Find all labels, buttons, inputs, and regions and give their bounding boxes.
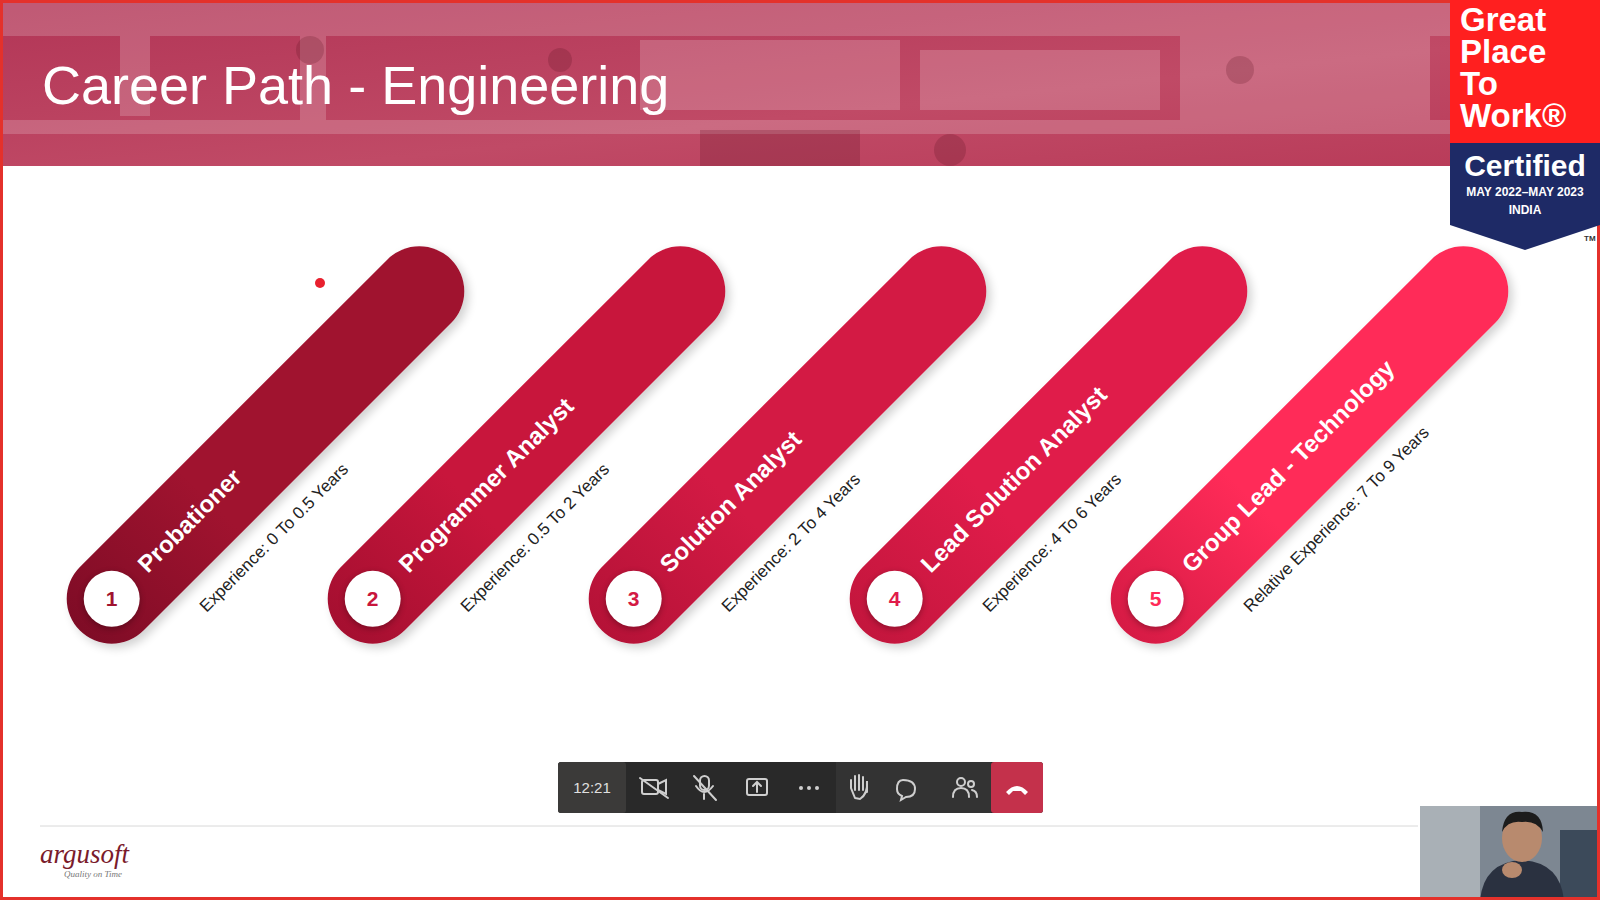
award-badge-bottom: CertifiedMAY 2022–MAY 2023INDIA <box>1450 143 1600 250</box>
step-number: 4 <box>888 587 900 611</box>
step-number: 1 <box>105 587 117 611</box>
webcam-thumbnail <box>1420 806 1600 900</box>
badge-text: INDIA <box>1509 201 1542 219</box>
company-logo: argusoft <box>40 840 129 868</box>
meeting-timer-wrap: 12:21 <box>558 762 626 813</box>
badge-text: MAY 2022–MAY 2023 <box>1466 183 1583 201</box>
step-number-circle: 2 <box>344 571 400 627</box>
badge-heading: Great Place To Work® <box>1460 4 1582 132</box>
step-number: 5 <box>1149 587 1161 611</box>
step-title: Group Lead - Technology <box>1175 354 1400 579</box>
company-logo-wrap: argusoft <box>40 840 129 868</box>
award-badge-top: Great Place To Work® <box>1450 0 1600 143</box>
title-wrap: Career Path - Engineering <box>42 54 669 116</box>
step-number: 3 <box>627 587 639 611</box>
badge-text: Certified <box>1464 149 1586 183</box>
pointer-dot <box>315 278 325 288</box>
footer-line <box>40 826 1418 827</box>
step-number-circle: 5 <box>1127 571 1183 627</box>
step-title: Programmer Analyst <box>392 391 580 579</box>
step-title: Lead Solution Analyst <box>914 380 1113 579</box>
step-number-circle: 4 <box>866 571 922 627</box>
step-number: 2 <box>366 587 378 611</box>
header-photo <box>0 0 1600 166</box>
meeting-timer: 12:21 <box>573 779 611 797</box>
trademark-mark-wrap: TM <box>1584 234 1596 243</box>
company-tagline-wrap: Quality on Time <box>64 869 122 880</box>
company-tagline: Quality on Time <box>64 869 122 880</box>
slide-title: Career Path - Engineering <box>42 54 669 116</box>
step-number-circle: 1 <box>83 571 139 627</box>
meeting-toolbar <box>558 762 1043 813</box>
trademark-mark: TM <box>1584 234 1596 243</box>
step-number-circle: 3 <box>605 571 661 627</box>
step-title: Probationer <box>131 463 247 579</box>
office-shapes <box>0 0 1600 134</box>
